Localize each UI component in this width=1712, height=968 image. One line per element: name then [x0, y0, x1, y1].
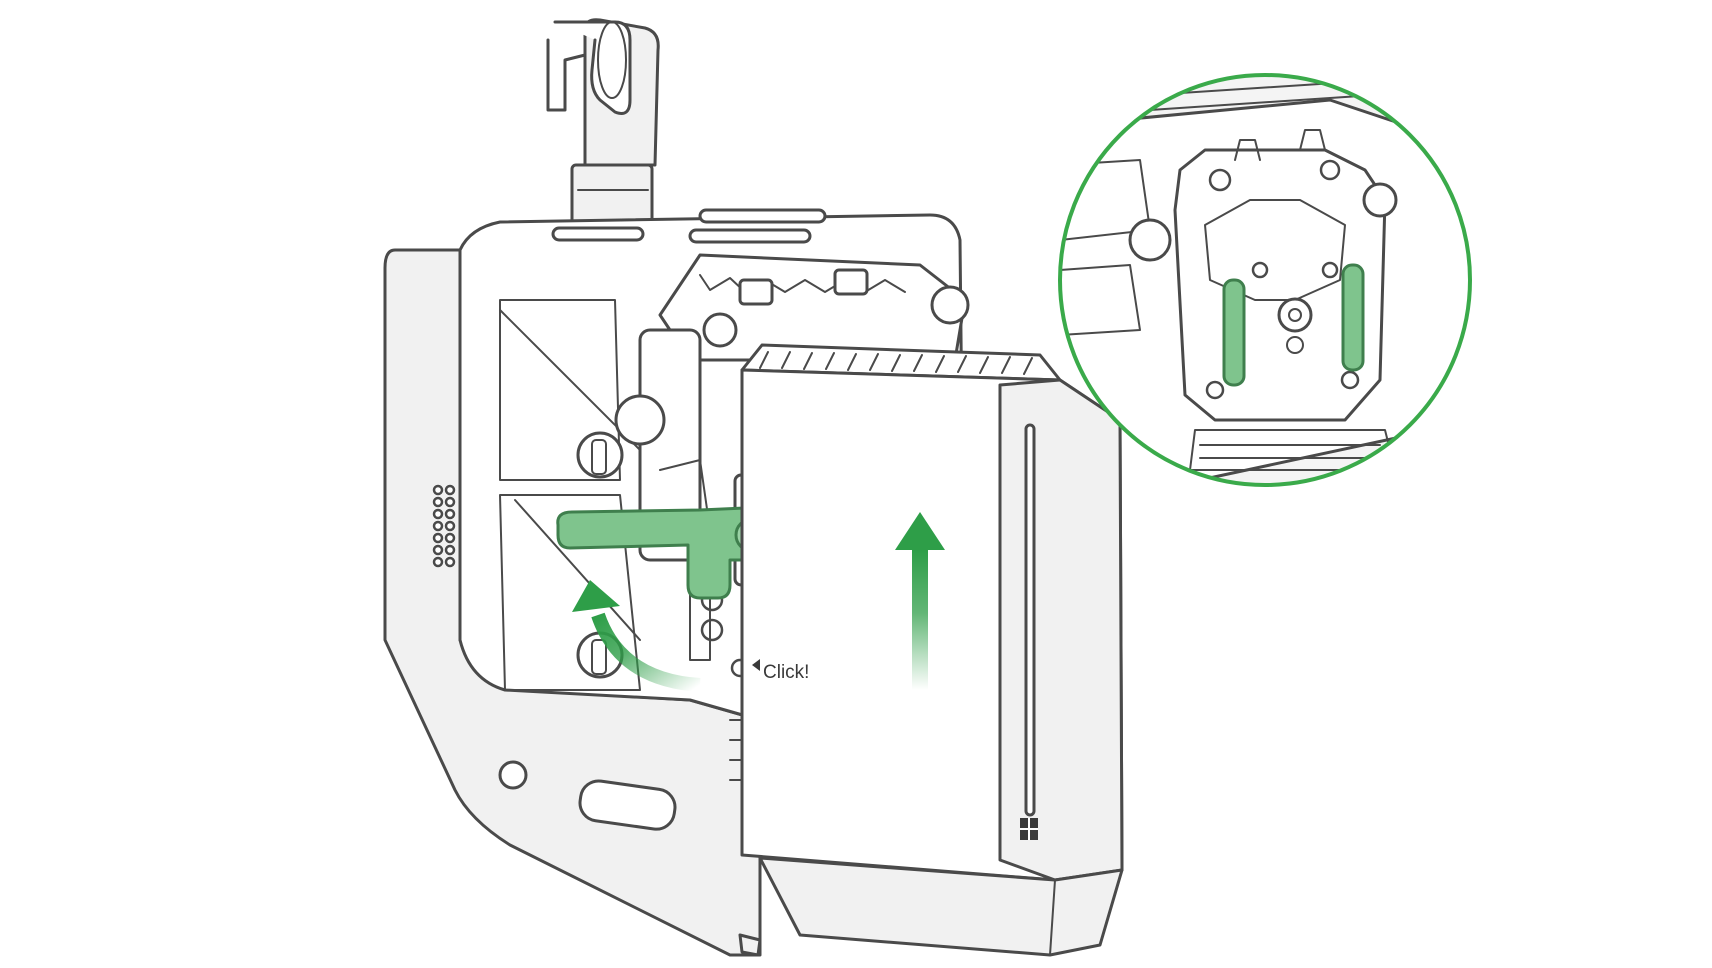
click-label: Click! — [763, 662, 809, 683]
click-annotation: Click! — [752, 659, 809, 683]
zoom-callout — [1058, 73, 1472, 487]
vent-holes — [432, 484, 456, 568]
callout-green-rail-left — [1222, 278, 1246, 387]
callout-detail — [1060, 81, 1470, 482]
brand-logo-mark — [1020, 818, 1038, 840]
hotend-assembly — [740, 343, 1124, 957]
filament-inlet-fitting — [546, 18, 660, 229]
lift-up-arrow — [895, 512, 945, 690]
callout-ring — [1058, 73, 1472, 487]
callout-green-rail-right — [1341, 263, 1365, 372]
rotate-lever-arrow — [572, 580, 701, 692]
